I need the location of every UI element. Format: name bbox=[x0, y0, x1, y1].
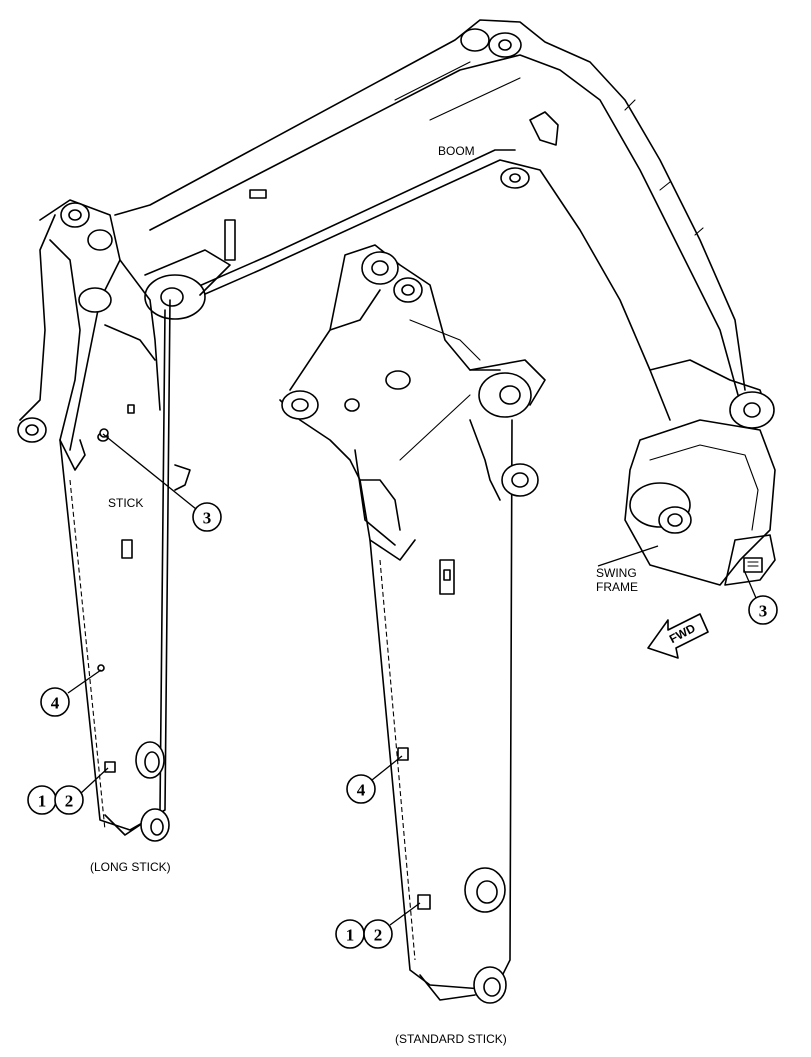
leader-long-12 bbox=[79, 767, 109, 795]
long-stick bbox=[17, 199, 191, 842]
callout-long-stick-2: 2 bbox=[54, 785, 84, 815]
boom-label: BOOM bbox=[438, 144, 475, 158]
swing-frame-label-line2: FRAME bbox=[596, 580, 638, 594]
swing-frame bbox=[624, 419, 776, 586]
svg-text:1: 1 bbox=[38, 792, 47, 811]
callout-long-stick-4: 4 bbox=[40, 687, 70, 717]
svg-text:1: 1 bbox=[346, 926, 355, 945]
svg-text:2: 2 bbox=[65, 792, 74, 811]
svg-text:3: 3 bbox=[203, 509, 212, 528]
fwd-arrow: FWD bbox=[647, 613, 709, 659]
leader-swing-3 bbox=[743, 569, 757, 599]
leader-swing-frame bbox=[597, 545, 659, 567]
svg-text:4: 4 bbox=[51, 694, 60, 713]
leader-long-4 bbox=[67, 669, 102, 694]
svg-text:2: 2 bbox=[374, 926, 383, 945]
callout-stick-3: 3 bbox=[192, 502, 222, 532]
svg-text:4: 4 bbox=[357, 781, 366, 800]
callout-standard-stick-2: 2 bbox=[363, 919, 393, 949]
svg-text:3: 3 bbox=[759, 602, 768, 621]
callout-standard-stick-1: 1 bbox=[335, 919, 365, 949]
standard-stick bbox=[279, 244, 546, 1004]
leader-stick-3 bbox=[102, 433, 197, 510]
leader-std-4 bbox=[371, 755, 403, 781]
boom bbox=[114, 19, 775, 429]
callout-standard-stick-4: 4 bbox=[346, 774, 376, 804]
callout-long-stick-1: 1 bbox=[27, 785, 57, 815]
stick-label: STICK bbox=[108, 496, 143, 510]
callout-swing-frame-3: 3 bbox=[748, 595, 778, 625]
leader-std-12 bbox=[389, 902, 421, 926]
standard-stick-caption: (STANDARD STICK) bbox=[395, 1032, 507, 1046]
long-stick-caption: (LONG STICK) bbox=[90, 860, 171, 874]
swing-frame-label-line1: SWING bbox=[596, 566, 637, 580]
